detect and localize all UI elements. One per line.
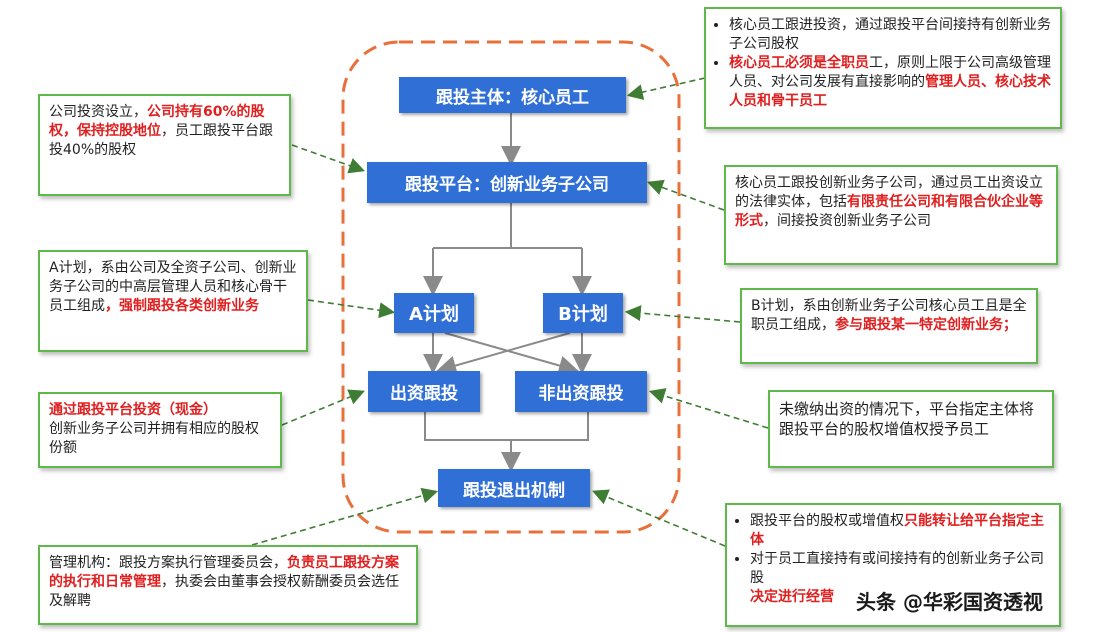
node-funded: 出资跟投 <box>368 371 480 412</box>
dash-right-plan-b <box>624 305 741 323</box>
dash-topright-subject <box>626 77 706 100</box>
note-bullet: 核心员工跟进投资，通过跟投平台间接持有创新业务子公司股权 <box>729 16 1051 54</box>
orange-dashed-frame <box>341 40 681 534</box>
note-highlight: 公司持有60%的股权，保持控股地位 <box>49 104 265 139</box>
note-top-right: 核心员工跟进投资，通过跟投平台间接持有创新业务子公司股权 核心员工必须是全职员工… <box>704 7 1062 129</box>
note-text: 核心员工跟投创新业务子公司，通过员工出资设立的法律实体，包括 <box>735 175 1043 210</box>
node-plan-a: A计划 <box>394 293 474 333</box>
note-text: 跟投平台的股权或增值权 <box>750 513 904 529</box>
note-text: ，员工跟投平台跟投40%的股权 <box>49 123 273 158</box>
note-text: A计划，系由公司及全资子公司、创新业务子公司的中高层管理人员和核心骨干员工组成 <box>49 260 297 314</box>
note-highlight: 决定进行经营 <box>750 589 834 605</box>
dash-left-plan-a <box>307 299 396 319</box>
note-text: 管理机构：跟投方案执行管理委员会， <box>49 555 287 571</box>
note-text: ，间接投资创新业务子公司 <box>763 213 931 229</box>
node-platform: 跟投平台：创新业务子公司 <box>367 162 647 203</box>
note-text: 工，原则上限于公司高级管理人员、对公司发展有直接影响的 <box>729 55 1051 90</box>
note-bullet: 跟投平台的股权或增值权只能转让给平台指定主体 <box>750 512 1050 550</box>
connector-merge <box>424 412 589 441</box>
note-left-plan-a: A计划，系由公司及全资子公司、创新业务子公司的中高层管理人员和核心骨干员工组成，… <box>38 250 308 352</box>
note-text: ，执委会由董事会授权薪酬委员会选任及解聘 <box>49 574 399 609</box>
node-subject: 跟投主体：核心员工 <box>399 77 626 113</box>
connector-a-unfunded <box>444 332 579 376</box>
watermark: 头条 @华彩国资透视 <box>856 590 1043 614</box>
note-bottom-right: 跟投平台的股权或增值权只能转让给平台指定主体 对于员工直接持有或间接持有的创新业… <box>725 503 1061 627</box>
note-highlight: 有限责任公司和有限合伙企业等形式 <box>735 194 1043 229</box>
note-text: B计划，系由创新业务子公司核心员工且是全职员工组成， <box>751 298 1027 333</box>
note-bullet: 核心员工必须是全职员工，原则上限于公司高级管理人员、对公司发展有直接影响的管理人… <box>729 54 1051 111</box>
note-right-unfunded: 未缴纳出资的情况下，平台指定主体将跟投平台的股权增值权授予员工 <box>768 390 1054 468</box>
note-highlight: 通过跟投平台投资（现金） <box>49 402 217 418</box>
note-text: 创新业务子公司并拥有相应的股权份额 <box>49 421 259 456</box>
node-exit: 跟投退出机制 <box>438 469 590 507</box>
note-highlight: 参与跟投某一特定创新业务； <box>835 317 1017 333</box>
dash-left-platform <box>291 144 366 174</box>
note-right-plan-b: B计划，系由创新业务子公司核心员工且是全职员工组成，参与跟投某一特定创新业务； <box>740 288 1038 364</box>
note-highlight: 核心员工必须是全职员 <box>729 55 869 71</box>
node-unfunded: 非出资跟投 <box>515 371 647 412</box>
note-text: 未缴纳出资的情况下，平台指定主体将跟投平台的股权增值权授予员工 <box>779 400 1035 438</box>
dash-right-unfunded <box>648 388 769 429</box>
note-right-platform: 核心员工跟投创新业务子公司，通过员工出资设立的法律实体，包括有限责任公司和有限合… <box>724 165 1058 265</box>
note-highlight: 只能转让给平台指定主体 <box>750 513 1044 548</box>
dash-right-platform <box>646 179 725 211</box>
dash-bottomright-exit <box>592 489 726 547</box>
note-left-funded: 通过跟投平台投资（现金） 创新业务子公司并拥有相应的股权份额 <box>38 392 282 468</box>
dash-bottomleft-exit <box>251 487 439 546</box>
dash-left-funded <box>281 389 365 426</box>
note-left-platform: 公司投资设立，公司持有60%的股权，保持控股地位，员工跟投平台跟投40%的股权 <box>38 94 291 196</box>
note-bottom-left: 管理机构：跟投方案执行管理委员会，负责员工跟投方案的执行和日常管理，执委会由董事… <box>38 545 418 625</box>
note-highlight: ，强制跟投各类创新业务 <box>105 298 259 314</box>
note-text: 公司投资设立， <box>49 104 147 120</box>
node-plan-b: B计划 <box>543 293 623 333</box>
note-text: 对于员工直接持有或间接持有的创新业务子公司股 <box>750 551 1044 586</box>
note-highlight: 负责员工跟投方案的执行和日常管理 <box>49 555 399 590</box>
note-text: 核心员工跟进投资，通过跟投平台间接持有创新业务子公司股权 <box>729 17 1051 52</box>
connector-b-funded <box>436 332 571 376</box>
note-highlight: 管理人员、核心技术人员和骨干员工 <box>729 74 1051 109</box>
